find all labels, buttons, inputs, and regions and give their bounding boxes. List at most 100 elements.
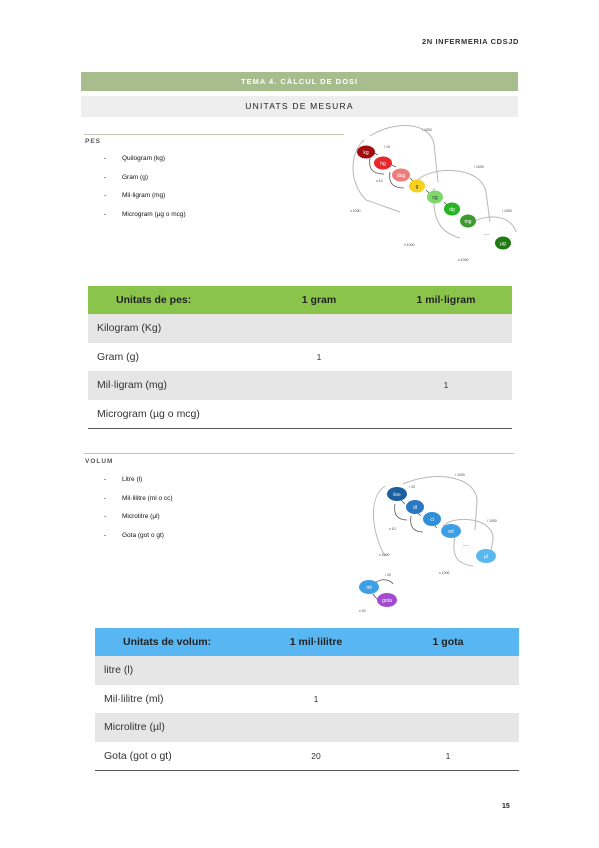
diagram-label: x 1000 — [379, 553, 390, 557]
topic-title-bar: TEMA 4. CÀLCUL DE DOSI — [81, 72, 518, 91]
table-header-cell: Unitats de pes: — [88, 286, 258, 314]
svg-text:mg: mg — [465, 219, 472, 225]
diagram-label: / 10 — [384, 145, 390, 149]
table-row: Mil·lilitre (ml) 1 — [95, 685, 519, 714]
table-row: Gram (g) 1 — [88, 343, 512, 372]
table-cell: Gram (g) — [97, 350, 139, 363]
table-cell: 1 — [313, 693, 319, 704]
svg-text:ml: ml — [366, 585, 371, 591]
volume-conversion-diagram: / 1000 / 10 x 10 x 1000 / 1000 x 1000 / … — [359, 473, 497, 613]
table-cell: 1 — [380, 371, 512, 400]
diagram-label: x 1000 — [350, 209, 361, 213]
table-cell: Kilogram (Kg) — [88, 314, 258, 343]
table-cell — [380, 343, 512, 372]
svg-text:dg: dg — [449, 207, 455, 213]
diagram-label: / 1000 — [455, 473, 465, 477]
list-item-label: Microgram (µg o mcg) — [122, 210, 186, 218]
page-number: 15 — [502, 803, 510, 810]
table-row: litre (l) — [95, 656, 519, 685]
table-cell — [258, 314, 380, 343]
header-course: 2N INFERMERIA CDSJD — [422, 37, 519, 46]
volume-unit-list: -Litre (l) -Mil·lilitre (ml o cc) -Micro… — [104, 476, 173, 550]
table-row: Gota (got o gt) 20 1 — [95, 741, 519, 771]
table-cell — [377, 713, 519, 742]
mass-conversion-diagram: / 1000 / 10 x 10 x 1000 / 1000 x 1000 / … — [350, 125, 517, 262]
diagram-ellipsis: ... — [463, 542, 468, 548]
svg-text:cg: cg — [432, 195, 438, 201]
diagram-node-kg: kg — [357, 145, 375, 159]
table-cell: Microlitre (µl) — [95, 713, 255, 742]
table-header-cell: 1 gota — [377, 628, 519, 656]
svg-text:dl: dl — [413, 505, 417, 511]
list-item-label: Gram (g) — [122, 173, 148, 181]
list-item: -Gota (got o gt) — [104, 531, 164, 539]
diagram-node-dl: dl — [406, 500, 424, 514]
table-cell: Mil·ligram (mg) — [88, 371, 258, 400]
table-row: Microlitre (µl) — [95, 713, 519, 742]
diagram-label: / 10 — [409, 485, 415, 489]
diagram-label: / 1000 — [502, 209, 512, 213]
table-cell — [255, 656, 377, 685]
table-cell: Gota (got o gt) — [95, 741, 255, 771]
diagram-node-dag: dag — [392, 168, 410, 182]
diagram-label: x 1000 — [439, 571, 450, 575]
diagram-outer-arrow — [372, 485, 386, 557]
diagram-label: x 20 — [359, 609, 366, 613]
table-row: Mil·ligram (mg) 1 — [88, 371, 512, 400]
diagram-outer-arrow — [402, 476, 478, 531]
table-header-cell: 1 gram — [258, 286, 380, 314]
units-title-bar: UNITATS DE MESURA — [81, 96, 518, 117]
table-cell: litre (l) — [95, 656, 255, 685]
svg-text:cl: cl — [430, 517, 434, 523]
diagram-node-mg: mg — [460, 214, 476, 228]
table-cell: 20 — [255, 741, 377, 771]
diagram-node-ug: µg — [495, 236, 511, 250]
diagram-outer-arrow — [453, 535, 474, 567]
list-item-label: Mil·lilitre (ml o cc) — [122, 494, 173, 502]
list-item-label: Litre (l) — [122, 476, 143, 483]
diagram-outer-arrow — [352, 139, 401, 213]
diagram-label: x 10 — [389, 527, 396, 531]
diagram-label: / 1000 — [487, 519, 497, 523]
list-item: -Quilogram (kg) — [104, 155, 165, 162]
diagram-label: x 1000 — [458, 258, 469, 262]
diagram-node-hg: hg — [374, 156, 392, 170]
table-cell — [255, 713, 377, 742]
diagram-node-litre: litre — [387, 487, 407, 501]
diagram-node-ml-small: ml — [359, 580, 379, 594]
volume-section-label: VOLUM — [85, 458, 114, 465]
list-item: -Gram (g) — [104, 173, 148, 181]
table-cell: Microgram (µg o mcg) — [88, 399, 258, 429]
diagram-label: x 10 — [376, 179, 383, 183]
diagram-outer-arrow — [417, 170, 491, 223]
svg-text:kg: kg — [363, 150, 369, 156]
diagram-node-cg: cg — [427, 190, 443, 204]
diagram-label: / 1000 — [474, 165, 484, 169]
diagram-node-dg: dg — [444, 202, 460, 216]
diagram-outer-arrow — [442, 518, 494, 551]
mass-units-table: Unitats de pes: 1 gram 1 mil·ligram Kilo… — [88, 286, 512, 429]
list-item: -Mil·ligram (mg) — [104, 192, 166, 199]
list-item-label: Microlitre (µl) — [122, 513, 160, 520]
diagram-label: x 1000 — [404, 243, 415, 247]
diagram-ellipsis: ... — [484, 231, 489, 237]
list-item: -Microgram (µg o mcg) — [104, 210, 186, 218]
table-header-row: Unitats de pes: 1 gram 1 mil·ligram — [88, 286, 512, 314]
svg-text:g: g — [416, 184, 419, 190]
diagram-node-gota: gota — [377, 593, 397, 607]
svg-text:hg: hg — [380, 161, 386, 167]
diagram-node-ul: µl — [476, 549, 496, 563]
table-cell: 1 — [377, 741, 519, 771]
diagram-node-ml: ml — [441, 524, 461, 538]
list-item: -Microlitre (µl) — [104, 513, 160, 520]
table-cell — [380, 314, 512, 343]
table-cell — [258, 399, 380, 429]
table-cell: Mil·lilitre (ml) — [104, 692, 164, 705]
list-item: -Mil·lilitre (ml o cc) — [104, 494, 173, 502]
table-header-cell: 1 mil·lilitre — [255, 628, 377, 656]
list-item-label: Gota (got o gt) — [122, 531, 164, 539]
table-row: Microgram (µg o mcg) — [88, 399, 512, 429]
table-cell — [380, 399, 512, 429]
table-cell — [377, 685, 519, 714]
list-item: -Litre (l) — [104, 476, 143, 483]
